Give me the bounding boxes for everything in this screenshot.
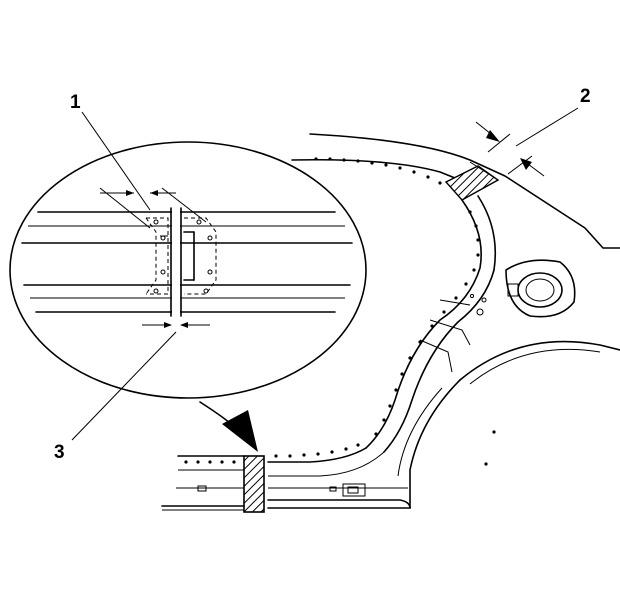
roof-rail-welds (314, 157, 442, 185)
gap-dimension (142, 322, 210, 328)
rocker-welds-right (274, 443, 360, 458)
callout-3-label: 3 (54, 442, 65, 463)
callout-1-label: 1 (70, 92, 81, 113)
rocker-section-left (161, 455, 245, 511)
backing-plate-left (145, 217, 169, 295)
callout-2-dimension (469, 121, 545, 181)
detail-magnifier (9, 141, 367, 399)
fuel-filler-pocket (505, 259, 576, 318)
leader-lines (71, 107, 579, 441)
quarter-panel (267, 133, 620, 509)
backing-plate-right (183, 217, 217, 295)
callout-2-label: 2 (580, 86, 591, 107)
detail-rails (21, 211, 353, 313)
pillar-welds (374, 210, 480, 436)
cut-zone-upper (444, 165, 500, 201)
magnify-arrow (199, 401, 258, 452)
cut-zone-rocker (243, 455, 265, 513)
overlap-dimension (99, 187, 207, 229)
